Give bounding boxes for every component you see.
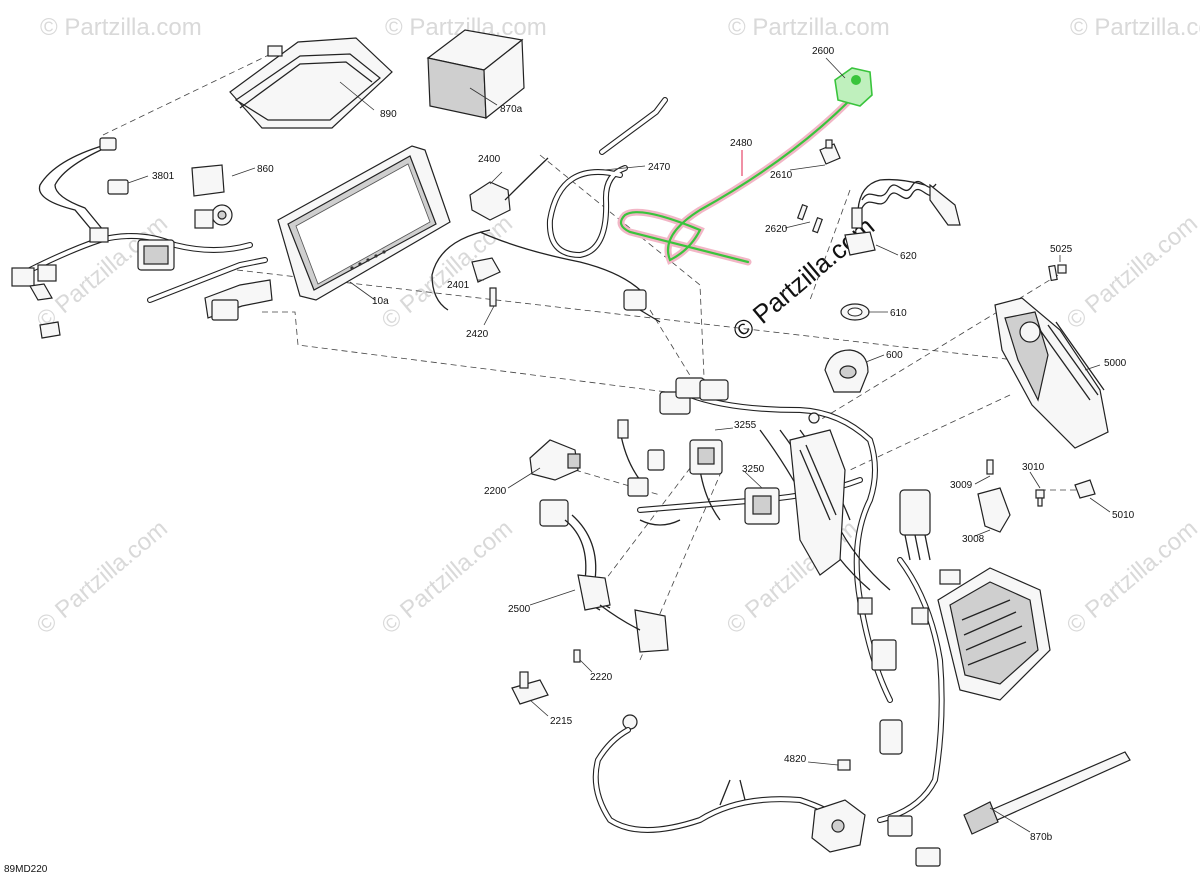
watermark-text: © Partzilla.com [377,515,518,640]
part-2420-screw[interactable] [489,287,497,307]
part-2401-bracket[interactable] [471,257,501,283]
watermark-text: © Partzilla.com [32,515,173,640]
callout-2610[interactable]: 2610 [770,170,793,181]
callout-2470[interactable]: 2470 [648,162,671,173]
callout-2200[interactable]: 2200 [484,486,507,497]
part-2470-cable[interactable] [546,97,668,259]
part-3801-connector[interactable] [107,179,129,195]
callout-2400[interactable]: 2400 [478,154,501,165]
part-2610-clip[interactable] [819,139,841,165]
part-2500-sensor-harness[interactable] [539,499,669,653]
part-870b-cable-tie[interactable] [963,751,1131,835]
watermark-text: © Partzilla.com [1062,210,1200,335]
part-870a-foam-block[interactable] [426,29,525,120]
diagram-code: 89MD220 [4,864,48,875]
part-2620-screws[interactable] [796,203,823,234]
part-3008-bracket[interactable] [977,487,1011,533]
part-4820-nut[interactable] [837,759,851,771]
part-2215-bracket[interactable] [511,671,549,705]
callout-2420[interactable]: 2420 [466,329,489,340]
main-wiring-harness[interactable] [617,377,961,867]
callout-2401[interactable]: 2401 [447,280,470,291]
callout-2220[interactable]: 2220 [590,672,613,683]
watermark-text: © Partzilla.com [1070,14,1200,41]
callout-3250[interactable]: 3250 [742,464,765,475]
callout-600[interactable]: 600 [886,350,903,361]
callout-leaders [127,57,1111,833]
part-2400-light-module[interactable] [431,157,661,323]
part-860-display-harness[interactable] [11,137,273,339]
callout-860[interactable]: 860 [257,164,274,175]
watermark-text: © Partzilla.com [40,14,202,41]
callout-870a[interactable]: 870a [500,104,523,115]
callout-620[interactable]: 620 [900,251,917,262]
callout-3801[interactable]: 3801 [152,171,175,182]
callout-labels: 890 870a 860 3801 10a 2400 2470 2480 260… [152,46,1135,843]
callout-2600[interactable]: 2600 [812,46,835,57]
watermark-text: © Partzilla.com [1062,515,1200,640]
part-5010-clip[interactable] [1074,479,1096,499]
assembly-dashed-lines [102,51,1080,661]
callout-5010[interactable]: 5010 [1112,510,1135,521]
callout-3009[interactable]: 3009 [950,480,973,491]
part-3009-screw[interactable] [986,459,994,475]
callout-4820[interactable]: 4820 [784,754,807,765]
part-5000-control-module[interactable] [994,297,1109,449]
callout-2620[interactable]: 2620 [765,224,788,235]
part-600-key-switch[interactable] [824,349,869,393]
watermark-main-text: © Partzilla.com [727,211,880,347]
callout-5000[interactable]: 5000 [1104,358,1127,369]
fuse-box[interactable] [937,567,1051,701]
part-610-ring-nut[interactable] [840,303,870,321]
callout-2500[interactable]: 2500 [508,604,531,615]
part-5025-bolt[interactable] [1048,264,1067,282]
part-3010-bolt[interactable] [1035,489,1045,507]
callout-3255[interactable]: 3255 [734,420,757,431]
callout-10a[interactable]: 10a [372,296,389,307]
callout-890[interactable]: 890 [380,109,397,120]
part-620-coiled-cord[interactable] [844,178,961,256]
watermark-text: © Partzilla.com [728,14,890,41]
callout-3010[interactable]: 3010 [1022,462,1045,473]
callout-2215[interactable]: 2215 [550,716,573,727]
callout-5025[interactable]: 5025 [1050,244,1073,255]
lower-battery-cable[interactable] [592,714,843,833]
starter-terminal[interactable] [811,799,866,853]
part-2220-screw[interactable] [573,649,581,663]
part-890-housing[interactable] [229,37,393,129]
callout-610[interactable]: 610 [890,308,907,319]
callout-3008[interactable]: 3008 [962,534,985,545]
callout-2480[interactable]: 2480 [730,138,753,149]
part-2480-highlighted-harness[interactable] [617,96,854,266]
part-10a-display[interactable] [277,145,451,301]
callout-870b[interactable]: 870b [1030,832,1053,843]
part-2200-sensor[interactable] [529,439,581,481]
